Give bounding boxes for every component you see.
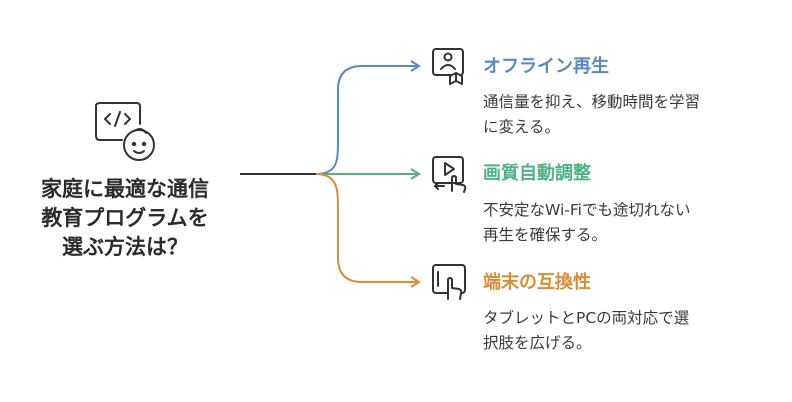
branch-desc-offline: 通信量を抑え、移動時間を学習 に変える。 (483, 93, 701, 136)
arrow-quality (410, 168, 421, 180)
teacher-book-icon (430, 46, 470, 86)
arrow-offline (410, 60, 421, 72)
branch-title-quality: 画質自動調整 (483, 163, 591, 184)
connector-offline (315, 65, 418, 175)
arrow-compat (410, 276, 421, 288)
branch-title-offline: オフライン再生 (483, 56, 609, 77)
branch-desc-quality: 不安定なWi-Fiでも途切れない 再生を確保する。 (483, 201, 691, 244)
branch-desc-compat: タブレットとPCの両対応で選 択肢を広げる。 (483, 309, 690, 352)
video-adjust-icon (430, 154, 470, 194)
root-title: 家庭に最適な通信 教育プログラムを 選ぶ方法は？ (41, 177, 209, 259)
branch-title-compat: 端末の互換性 (483, 272, 591, 293)
tablet-touch-icon (430, 262, 470, 302)
code-child-icon (92, 100, 158, 166)
connector-compat (315, 173, 418, 283)
